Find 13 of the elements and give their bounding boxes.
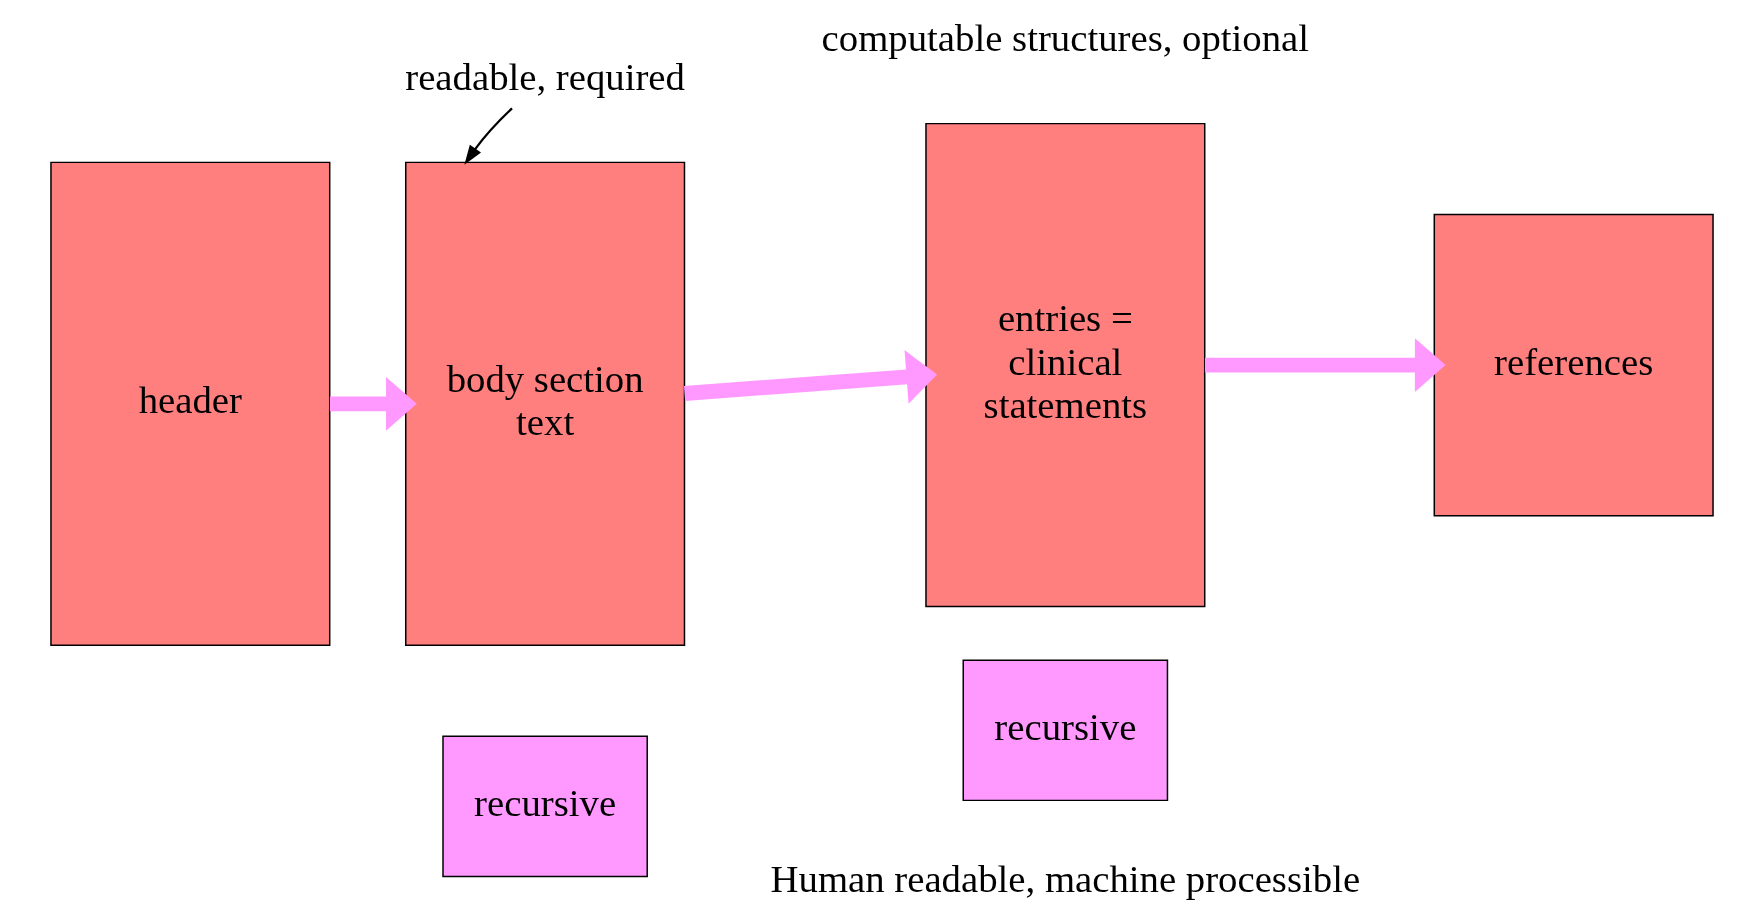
arrow bbox=[1204, 338, 1446, 392]
label: Human readable, machine processible bbox=[770, 856, 1361, 900]
node-box: recursive bbox=[442, 735, 648, 878]
arrow bbox=[329, 377, 417, 431]
label: computable structures, optional bbox=[821, 16, 1310, 60]
node-box: header bbox=[50, 161, 331, 647]
node-text: readable, required bbox=[405, 54, 685, 98]
node-box: body section text bbox=[405, 161, 686, 647]
node-box: entries = clinical statements bbox=[925, 122, 1206, 608]
node-box: recursive bbox=[962, 659, 1169, 802]
node-box: references bbox=[1433, 213, 1714, 517]
arrow bbox=[684, 350, 938, 404]
arrow bbox=[464, 107, 513, 165]
